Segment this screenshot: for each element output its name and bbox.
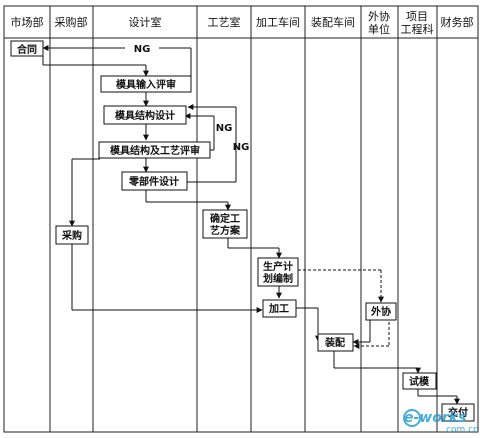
watermark-logo: e-works com.cn: [403, 409, 479, 435]
lane-header-outsource-line2: 单位: [368, 22, 390, 36]
node-box-trial-mold: [402, 372, 437, 390]
node-mold-structure-design: 模具结构设计: [115, 109, 175, 122]
node-box-outsourcing: [365, 302, 397, 321]
node-box-assembling: [317, 333, 354, 352]
lane-header-outsource-line1: 外协: [368, 9, 390, 23]
node-box-structure-craft-review: [98, 141, 211, 159]
node-box-mold-structure-design: [103, 105, 187, 125]
connectors: [42, 45, 460, 405]
node-delivery: 交付: [448, 406, 468, 419]
watermark-sub: com.cn: [446, 425, 479, 435]
node-box-process-plan: [202, 209, 248, 239]
node-box-mold-input-review: [100, 75, 192, 93]
lane-header-machining: 加工车间: [256, 15, 300, 29]
ng-label-2: NG: [216, 123, 233, 134]
node-processing: 加工: [268, 302, 289, 315]
node-box-processing: [262, 299, 297, 318]
watermark-brand: e-works: [404, 410, 466, 426]
process-nodes: 合同 模具输入评审 模具结构设计 模具结构及工艺评审 零部件设计 确定工 艺方案…: [10, 40, 475, 422]
lane-header-craft: 工艺室: [208, 15, 241, 29]
lane-header-project-line1: 项目: [406, 10, 428, 23]
node-assembling: 装配: [324, 336, 345, 349]
lane-header-assembly: 装配车间: [311, 15, 355, 29]
node-box-parts-design: [121, 171, 188, 191]
node-box-purchasing: [55, 225, 89, 245]
node-parts-design: 零部件设计: [128, 175, 179, 188]
lane-header-purchase: 采购部: [55, 15, 88, 29]
ng-label-3: NG: [233, 142, 250, 153]
node-box-delivery: [441, 403, 475, 422]
node-outsourcing: 外协: [370, 305, 391, 318]
lane-header-market: 市场部: [11, 15, 44, 29]
lane-header-finance: 财务部: [441, 15, 474, 29]
ng-label-1: NG: [134, 44, 151, 55]
lane-header-project-line2: 工程科: [401, 22, 434, 36]
node-mold-input-review: 模具输入评审: [116, 78, 176, 91]
node-production-plan-line2: 划编制: [263, 272, 293, 285]
swimlane-frame: [3, 5, 479, 433]
node-purchasing: 采购: [61, 229, 82, 242]
node-trial-mold: 试模: [409, 375, 430, 388]
node-box-production-plan: [257, 257, 299, 287]
node-box-contract: [10, 40, 44, 57]
node-contract: 合同: [16, 43, 37, 56]
lane-header-design: 设计室: [129, 15, 162, 29]
node-process-plan-line2: 艺方案: [210, 224, 241, 237]
node-process-plan-line1: 确定工: [210, 212, 240, 225]
node-production-plan-line1: 生产计: [263, 260, 293, 273]
node-structure-craft-review: 模具结构及工艺评审: [110, 144, 200, 157]
